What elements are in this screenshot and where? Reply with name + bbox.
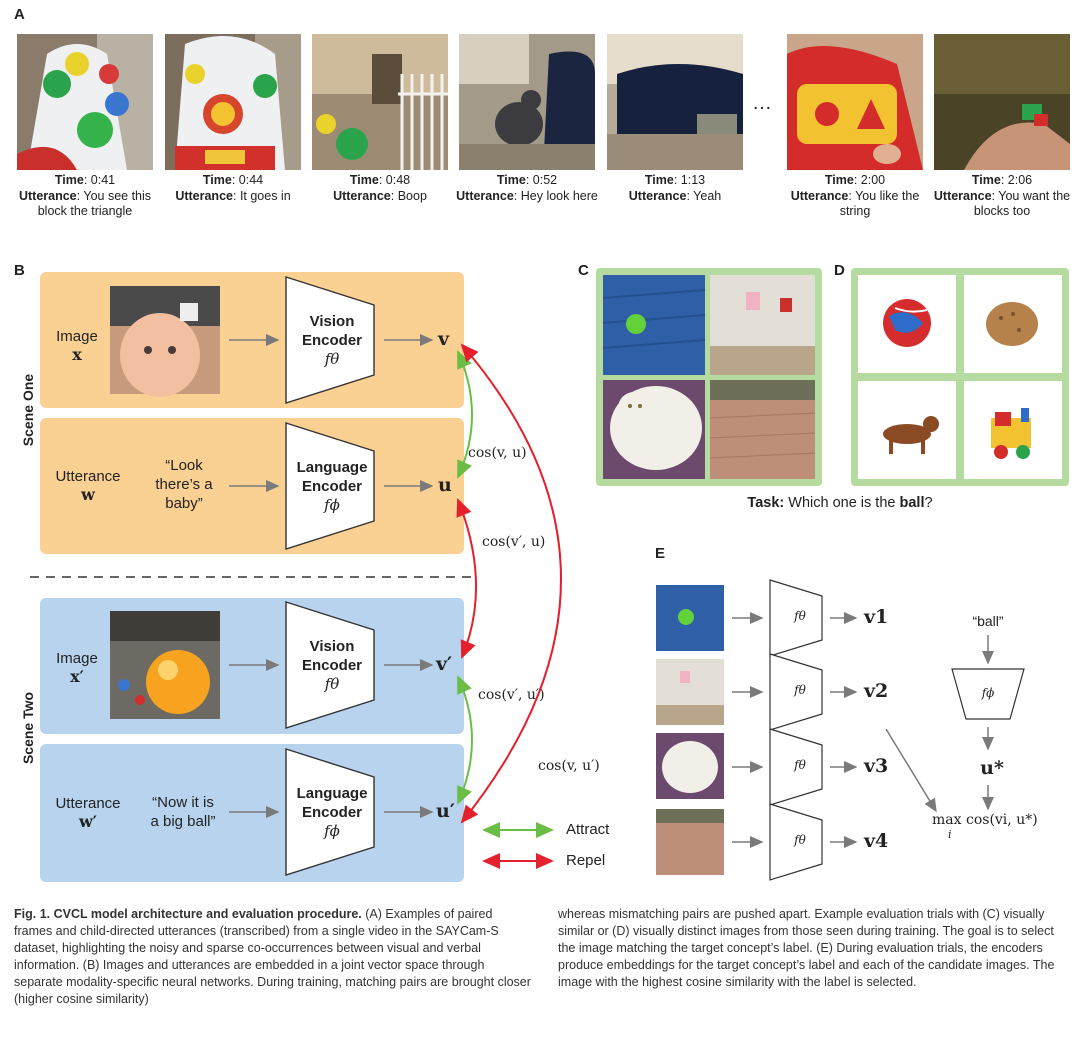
frame-2-time: 0:44	[238, 173, 264, 187]
frame-6-time: 2:00	[860, 173, 886, 187]
vector-v4: v4	[864, 830, 889, 852]
frame-5-caption: Time: 1:13 Utterance: Yeah	[628, 173, 722, 203]
video-frame-6	[787, 34, 923, 170]
frame-7-time: 2:06	[1007, 173, 1033, 187]
f-theta-1: fθ	[794, 609, 806, 623]
frame-3-time: 0:48	[385, 173, 411, 187]
frame-1-caption: Time: 0:41 Utterance: You see this block…	[18, 173, 152, 219]
vector-u-prime: u′	[436, 800, 455, 822]
ball-label: “ball”	[972, 613, 1004, 629]
frame-6-utterance: You like the string	[839, 188, 920, 219]
cos-v-u-label: cos(v, u)	[468, 445, 527, 461]
frame-2-caption: Time: 0:44 Utterance: It goes in	[175, 173, 291, 203]
video-frame-3	[312, 34, 448, 170]
panel-b-diagram	[30, 272, 562, 882]
small-vision-encoder-1	[769, 579, 823, 657]
baby-image	[110, 286, 220, 397]
u-star-label: u*	[980, 757, 1004, 779]
frame-2-utterance: It goes in	[239, 188, 291, 203]
frame-4-caption: Time: 0:52 Utterance: Hey look here	[456, 173, 598, 203]
candidate-image-4	[656, 809, 724, 875]
video-frame-5	[607, 34, 743, 170]
frame-3-utterance: Boop	[397, 188, 427, 203]
panel-label-c: C	[578, 262, 589, 279]
figure-caption-right: whereas mismatching pairs are pushed apa…	[558, 907, 1055, 989]
f-phi-label: fϕ	[981, 686, 995, 700]
panel-label-b: B	[14, 262, 25, 279]
cos-vp-up-label: cos(v′, u′)	[478, 687, 545, 703]
vector-v3: v3	[864, 755, 889, 777]
legend-attract-label: Attract	[566, 821, 610, 838]
scene-two-label: Scene Two	[20, 691, 36, 765]
cos-vp-u-label: cos(v′, u)	[482, 534, 546, 550]
frame-6-caption: Time: 2:00 Utterance: You like the strin…	[790, 173, 920, 219]
scene-two-image-row	[40, 598, 464, 734]
vision-encoder-2	[285, 601, 375, 729]
vision-encoder-1	[285, 276, 375, 404]
panel-label-a: A	[14, 6, 25, 23]
language-encoder-2	[285, 748, 375, 876]
candidate-image-3	[656, 733, 724, 799]
video-frame-2	[165, 34, 301, 170]
panel-label-e: E	[655, 545, 666, 562]
frame-1-utterance: You see this block the triangle	[37, 188, 152, 219]
frame-5-time: 1:13	[680, 173, 706, 187]
vector-v-prime: v′	[436, 653, 453, 675]
legend-repel-label: Repel	[566, 852, 606, 869]
candidate-image-1	[656, 585, 724, 651]
language-encoder-1	[285, 422, 375, 550]
figure-caption-left: Fig. 1. CVCL model architecture and eval…	[14, 907, 531, 1006]
task-question: Task: Which one is the ball?	[747, 495, 933, 511]
candidate-image-2	[656, 659, 724, 725]
video-frame-1	[17, 34, 153, 170]
repel-arc-v-up	[460, 343, 562, 824]
small-language-encoder	[951, 668, 1025, 720]
scene-one-label: Scene One	[20, 373, 36, 447]
max-subscript: i	[948, 828, 952, 841]
panel-e-diagram	[656, 579, 1025, 881]
f-theta-4: fθ	[794, 833, 806, 847]
panel-c-image-grid	[596, 268, 822, 486]
small-vision-encoder-4	[769, 803, 823, 881]
cos-v-up-label: cos(v, u′)	[538, 758, 600, 774]
frame-5-utterance: Yeah	[693, 188, 722, 203]
frame-4-time: 0:52	[532, 173, 558, 187]
frame-4-utterance: Hey look here	[520, 188, 598, 203]
frame-7-utterance: You want the blocks too	[973, 188, 1071, 219]
max-cos-expression: max cos(vi, u*)	[932, 812, 1038, 828]
video-frame-4	[459, 34, 595, 170]
vector-v1: v1	[864, 606, 889, 628]
f-theta-2: fθ	[794, 683, 806, 697]
video-frame-7	[934, 34, 1070, 170]
small-vision-encoder-3	[769, 728, 823, 806]
vector-v2: v2	[864, 680, 889, 702]
small-vision-encoder-2	[769, 653, 823, 731]
ellipsis: …	[752, 92, 772, 114]
panel-d-image-grid	[851, 268, 1069, 486]
vector-v: v	[438, 328, 450, 350]
f-theta-3: fθ	[794, 758, 806, 772]
vector-u: u	[438, 474, 452, 496]
frame-7-caption: Time: 2:06 Utterance: You want the block…	[933, 173, 1071, 219]
frame-3-caption: Time: 0:48 Utterance: Boop	[333, 173, 427, 203]
frame-1-time: 0:41	[90, 173, 116, 187]
panel-label-d: D	[834, 262, 845, 279]
ball-image	[110, 611, 220, 719]
